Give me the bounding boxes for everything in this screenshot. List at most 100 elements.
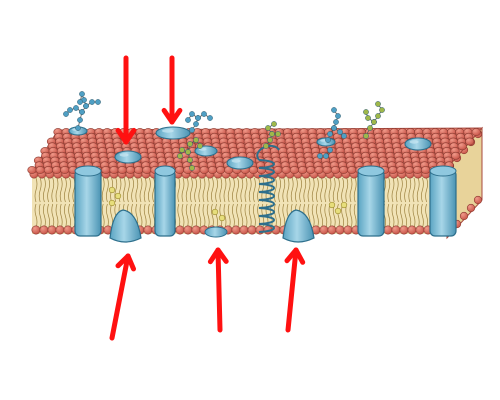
lipid-tail-upper bbox=[328, 177, 332, 203]
channel-protein-top bbox=[357, 165, 385, 177]
lipid-tail-upper bbox=[307, 177, 311, 203]
phospholipid-head bbox=[191, 225, 201, 235]
phospholipid-head bbox=[142, 166, 152, 174]
phospholipid-head bbox=[404, 166, 414, 174]
surface-protein-highlight bbox=[231, 159, 241, 163]
phospholipid-head bbox=[391, 225, 401, 235]
lipid-tail-upper bbox=[68, 177, 71, 203]
lipid-tail-upper bbox=[253, 177, 256, 203]
lipid-tail-upper bbox=[303, 177, 307, 203]
lipid-tail-upper bbox=[202, 177, 206, 203]
surface-protein-highlight bbox=[161, 129, 174, 133]
surface-protein-highlight bbox=[119, 153, 129, 157]
lipid-tail-upper bbox=[181, 177, 185, 203]
lipid-tail-upper bbox=[232, 177, 235, 203]
lipid-tail-upper bbox=[114, 177, 118, 203]
channel-protein-top bbox=[429, 165, 457, 177]
phospholipid-head bbox=[134, 166, 144, 174]
lipid-tail-lower bbox=[215, 203, 218, 229]
lipid-tail-upper bbox=[282, 177, 286, 203]
lipid-tail-lower bbox=[139, 203, 143, 229]
lipid-tail-lower bbox=[278, 203, 281, 229]
lipid-tail-upper bbox=[400, 177, 403, 203]
lipid-tail-lower bbox=[324, 203, 328, 229]
lipid-tail-lower bbox=[194, 203, 197, 229]
phospholipid-head bbox=[457, 142, 467, 151]
lipid-tail-lower bbox=[328, 203, 332, 229]
channel-protein-top bbox=[74, 165, 102, 177]
lipid-tail-upper bbox=[408, 177, 412, 203]
lipid-tail-upper bbox=[421, 177, 424, 203]
lipid-tail-upper bbox=[198, 177, 202, 203]
phospholipid-head bbox=[239, 225, 249, 235]
glycan-chain bbox=[77, 91, 89, 109]
lipid-tail-upper bbox=[127, 177, 130, 203]
channel-protein bbox=[74, 169, 102, 237]
phospholipid-head bbox=[343, 225, 353, 235]
phospholipid-head bbox=[399, 225, 409, 235]
lipid-tail-lower bbox=[148, 203, 151, 229]
lipid-tail-upper bbox=[122, 177, 126, 203]
cholesterol bbox=[211, 208, 219, 216]
phospholipid-head bbox=[207, 166, 217, 174]
lipid-tail-lower bbox=[337, 203, 340, 229]
lipid-tail-upper bbox=[349, 177, 353, 203]
lipid-tail-lower bbox=[320, 203, 323, 229]
phospholipid-head bbox=[109, 166, 119, 174]
phospholipid-head bbox=[388, 166, 398, 174]
alpha-helix-protein bbox=[258, 159, 275, 233]
lipid-tail-upper bbox=[106, 177, 109, 203]
lipid-tail-upper bbox=[139, 177, 143, 203]
lipid-tail-lower bbox=[181, 203, 185, 229]
cholesterol bbox=[328, 201, 336, 209]
lipid-tail-lower bbox=[412, 203, 416, 229]
surface-protein bbox=[155, 126, 191, 140]
arrow-bottom-2-head bbox=[207, 247, 229, 265]
phospholipid-head bbox=[396, 166, 406, 174]
lipid-tail-upper bbox=[47, 177, 50, 203]
cholesterol bbox=[108, 186, 116, 194]
lipid-tail-lower bbox=[345, 203, 349, 229]
lipid-tail-upper bbox=[345, 177, 349, 203]
lipid-tail-lower bbox=[416, 203, 420, 229]
lipid-tail-upper bbox=[211, 177, 214, 203]
lipid-tail-lower bbox=[240, 203, 244, 229]
lipid-tail-upper bbox=[324, 177, 328, 203]
phospholipid-head bbox=[273, 166, 283, 174]
lipid-tail-lower bbox=[59, 203, 63, 229]
lipid-tail-lower bbox=[106, 203, 109, 229]
phospholipid-head bbox=[35, 166, 45, 174]
lipid-tail-lower bbox=[253, 203, 256, 229]
lipid-tail-upper bbox=[244, 177, 248, 203]
phospholipid-head bbox=[471, 128, 481, 136]
lipid-tail-lower bbox=[223, 203, 227, 229]
channel-protein bbox=[429, 169, 457, 237]
lipid-tail-lower bbox=[177, 203, 181, 229]
lipid-tail-lower bbox=[400, 203, 403, 229]
arrow-top-1-head bbox=[115, 127, 137, 145]
lipid-tail-lower bbox=[421, 203, 424, 229]
peripheral-protein-inner bbox=[282, 209, 315, 243]
channel-protein-top bbox=[154, 165, 176, 177]
phospholipid-head bbox=[347, 166, 357, 174]
label-arrows bbox=[109, 55, 306, 341]
phospholipid-head bbox=[247, 225, 257, 235]
lipid-tail-lower bbox=[248, 203, 252, 229]
cholesterol bbox=[108, 199, 116, 207]
channel-protein bbox=[357, 169, 385, 237]
peripheral-protein-inner bbox=[109, 209, 142, 243]
lipid-tail-upper bbox=[391, 177, 395, 203]
peripheral-protein-inner bbox=[204, 226, 228, 238]
phospholipid-head bbox=[39, 225, 49, 235]
arrow-bottom-3 bbox=[285, 247, 299, 333]
lipid-tail-lower bbox=[185, 203, 189, 229]
phospholipid-head bbox=[466, 203, 476, 213]
phospholipid-head bbox=[421, 166, 431, 174]
glycan-chain bbox=[185, 111, 201, 123]
lipid-tail-upper bbox=[274, 177, 277, 203]
lipid-tail-lower bbox=[43, 203, 46, 229]
lipid-tail-upper bbox=[55, 177, 59, 203]
lipid-tail-lower bbox=[236, 203, 239, 229]
phospholipid-head bbox=[298, 166, 308, 174]
lipid-tail-upper bbox=[64, 177, 67, 203]
